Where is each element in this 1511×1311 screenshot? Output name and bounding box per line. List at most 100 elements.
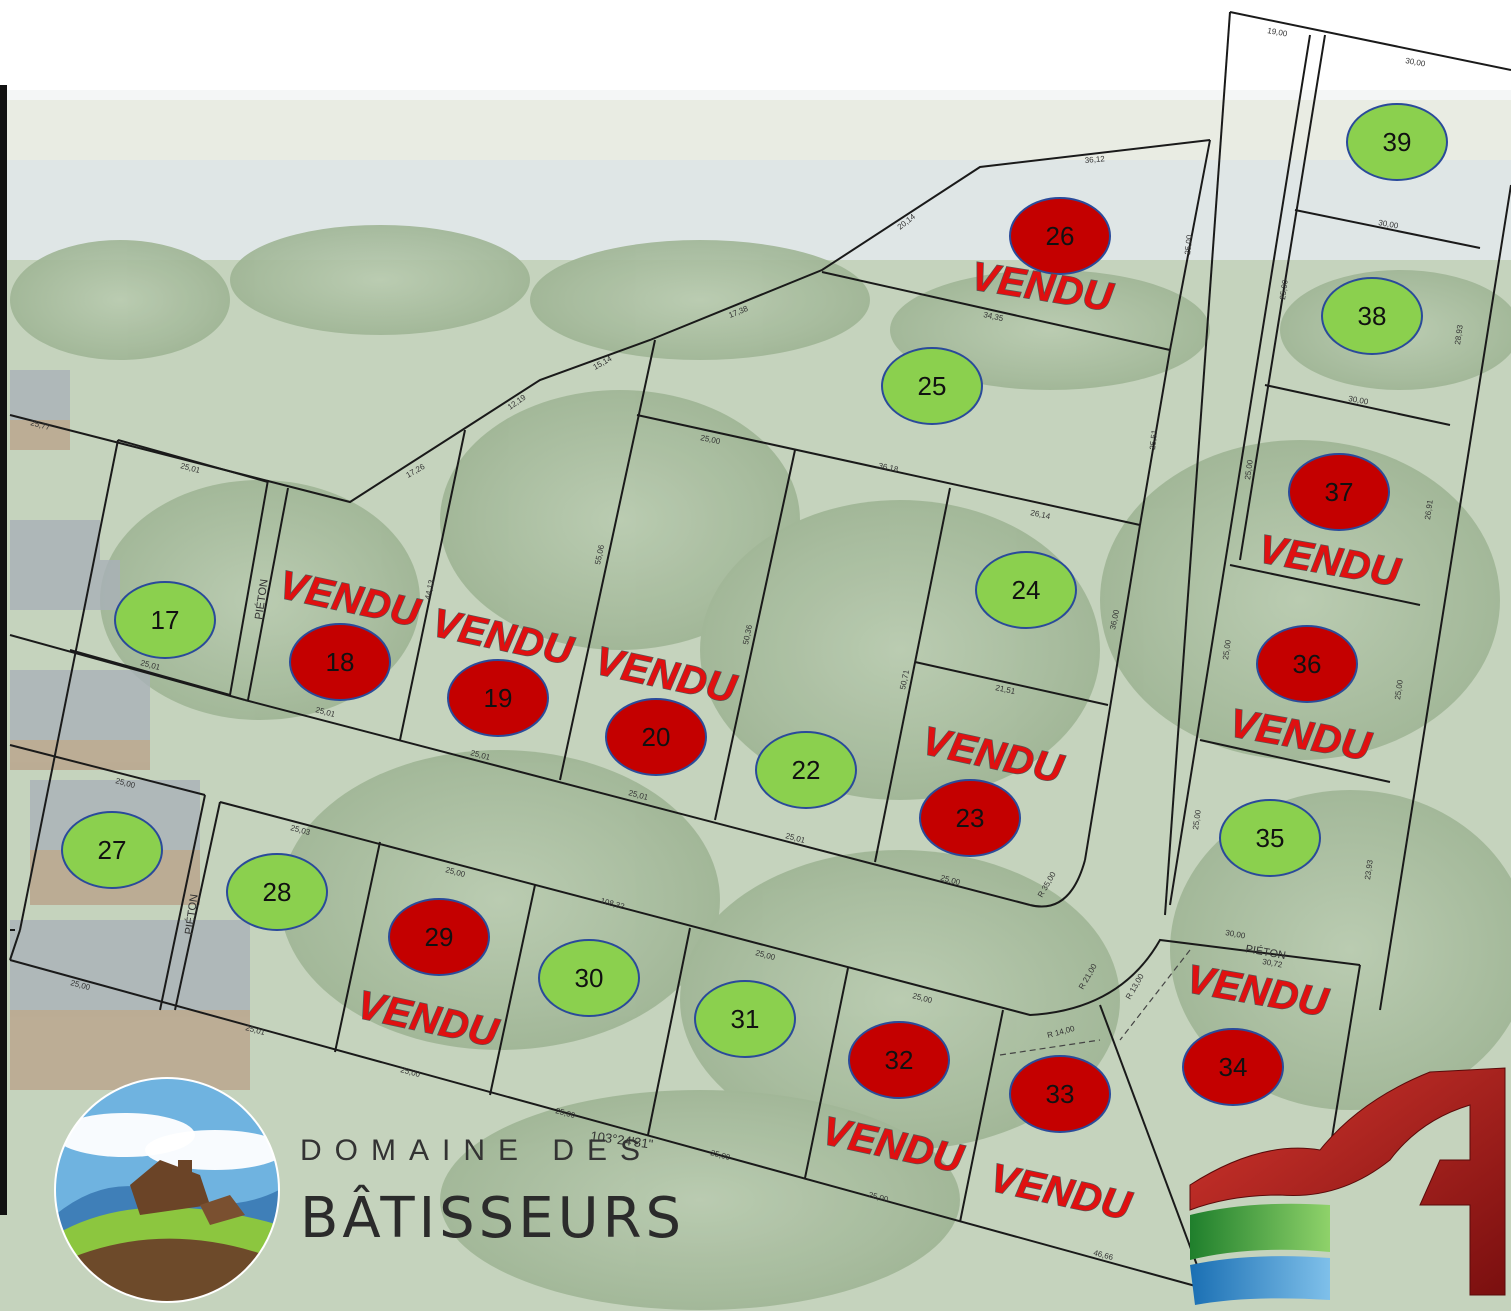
svg-text:25,00: 25,00 <box>700 433 722 446</box>
lot-35-number: 35 <box>1256 823 1285 853</box>
lot-24[interactable]: 24 <box>975 551 1077 629</box>
lot-34[interactable]: 34 <box>1182 1028 1284 1106</box>
lot-34-number: 34 <box>1219 1052 1248 1082</box>
svg-text:34,35: 34,35 <box>983 310 1005 323</box>
lot-17-number: 17 <box>151 605 180 635</box>
lot-39-number: 39 <box>1383 127 1412 157</box>
svg-text:21,51: 21,51 <box>995 683 1017 696</box>
lot-27[interactable]: 27 <box>61 811 163 889</box>
lot-32-marker[interactable] <box>848 1021 950 1099</box>
lot-35-marker[interactable] <box>1219 799 1321 877</box>
svg-text:28,93: 28,93 <box>1453 324 1465 346</box>
svg-text:50,71: 50,71 <box>898 668 911 690</box>
lot-20-number: 20 <box>642 722 671 752</box>
lot-32[interactable]: 32 <box>848 1021 950 1099</box>
lot-33-number: 33 <box>1046 1079 1075 1109</box>
lot-39[interactable]: 39 <box>1346 103 1448 181</box>
lot-26[interactable]: 26 <box>1009 197 1111 275</box>
easement-lines <box>999 949 1191 1056</box>
lot-18-number: 18 <box>326 647 355 677</box>
lot-26-number: 26 <box>1046 221 1075 251</box>
pedestrian-label-south: PIÉTON <box>182 893 201 935</box>
lot-19-marker[interactable] <box>447 659 549 737</box>
lot-25-marker[interactable] <box>881 347 983 425</box>
lot-32-number: 32 <box>885 1045 914 1075</box>
svg-text:36,18: 36,18 <box>878 461 900 474</box>
lot-37-number: 37 <box>1325 477 1354 507</box>
svg-text:44,13: 44,13 <box>423 578 436 600</box>
lot-17[interactable]: 17 <box>114 581 216 659</box>
lot-31-marker[interactable] <box>694 980 796 1058</box>
svg-text:19,00: 19,00 <box>1267 26 1289 38</box>
lot-17-marker[interactable] <box>114 581 216 659</box>
svg-text:36,12: 36,12 <box>1084 154 1105 165</box>
svg-text:23,93: 23,93 <box>1363 859 1375 881</box>
lot-39-marker[interactable] <box>1346 103 1448 181</box>
svg-text:30,00: 30,00 <box>1405 56 1427 68</box>
lot-22-marker[interactable] <box>755 731 857 809</box>
svg-text:25,00: 25,00 <box>1243 459 1255 481</box>
lot-30[interactable]: 30 <box>538 939 640 1017</box>
lot-38-number: 38 <box>1358 301 1387 331</box>
lot-34-marker[interactable] <box>1182 1028 1284 1106</box>
lot-29-marker[interactable] <box>388 898 490 976</box>
cadastral-lines <box>9 11 1511 1301</box>
lot-24-marker[interactable] <box>975 551 1077 629</box>
lot-33[interactable]: 33 <box>1009 1055 1111 1133</box>
lot-18[interactable]: 18 <box>289 623 391 701</box>
lot-19[interactable]: 19 <box>447 659 549 737</box>
svg-text:25,00: 25,00 <box>1221 639 1233 661</box>
brand-logo: DOMAINE DES BÂTISSEURS <box>54 1077 685 1303</box>
svg-text:25,00: 25,00 <box>1278 279 1290 301</box>
lot-38-marker[interactable] <box>1321 277 1423 355</box>
brand-line2: BÂTISSEURS <box>300 1186 685 1251</box>
svg-text:30,00: 30,00 <box>1348 394 1370 406</box>
lot-27-number: 27 <box>98 835 127 865</box>
lot-26-marker[interactable] <box>1009 197 1111 275</box>
lot-23-marker[interactable] <box>919 779 1021 857</box>
svg-text:25,00: 25,00 <box>1183 234 1194 255</box>
corner-logo <box>1189 1067 1506 1305</box>
svg-text:25,00: 25,00 <box>1393 679 1405 701</box>
svg-text:26,91: 26,91 <box>1423 499 1435 521</box>
lot-23-number: 23 <box>956 803 985 833</box>
lot-28[interactable]: 28 <box>226 853 328 931</box>
lot-31-number: 31 <box>731 1004 760 1034</box>
lot-29-number: 29 <box>425 922 454 952</box>
lot-36-marker[interactable] <box>1256 625 1358 703</box>
brand-emblem <box>55 1078 279 1302</box>
pedestrian-labels: PIÉTON PIÉTON PIÉTON <box>182 578 1287 962</box>
lot-20[interactable]: 20 <box>605 698 707 776</box>
lot-28-marker[interactable] <box>226 853 328 931</box>
brand-line1: DOMAINE DES <box>300 1134 653 1167</box>
lot-33-marker[interactable] <box>1009 1055 1111 1133</box>
lot-19-number: 19 <box>484 683 513 713</box>
lot-38[interactable]: 38 <box>1321 277 1423 355</box>
lot-25-number: 25 <box>918 371 947 401</box>
lot-25[interactable]: 25 <box>881 347 983 425</box>
lot-37-marker[interactable] <box>1288 453 1390 531</box>
lot-36[interactable]: 36 <box>1256 625 1358 703</box>
lot-28-number: 28 <box>263 877 292 907</box>
svg-text:25,51: 25,51 <box>1148 429 1159 450</box>
lot-29[interactable]: 29 <box>388 898 490 976</box>
lot-31[interactable]: 31 <box>694 980 796 1058</box>
lot-18-marker[interactable] <box>289 623 391 701</box>
lot-20-marker[interactable] <box>605 698 707 776</box>
svg-text:25,00: 25,00 <box>1191 809 1203 831</box>
left-edge <box>0 85 7 1215</box>
lot-35[interactable]: 35 <box>1219 799 1321 877</box>
pedestrian-label-north: PIÉTON <box>252 578 271 620</box>
lot-27-marker[interactable] <box>61 811 163 889</box>
lot-22[interactable]: 22 <box>755 731 857 809</box>
lot-24-number: 24 <box>1012 575 1041 605</box>
lot-30-marker[interactable] <box>538 939 640 1017</box>
svg-text:26,14: 26,14 <box>1030 508 1052 521</box>
lot-23[interactable]: 23 <box>919 779 1021 857</box>
lot-37[interactable]: 37 <box>1288 453 1390 531</box>
lot-22-number: 22 <box>792 755 821 785</box>
svg-text:36,00: 36,00 <box>1108 608 1121 630</box>
svg-text:30,00: 30,00 <box>1378 218 1400 230</box>
svg-text:50,36: 50,36 <box>741 623 754 645</box>
